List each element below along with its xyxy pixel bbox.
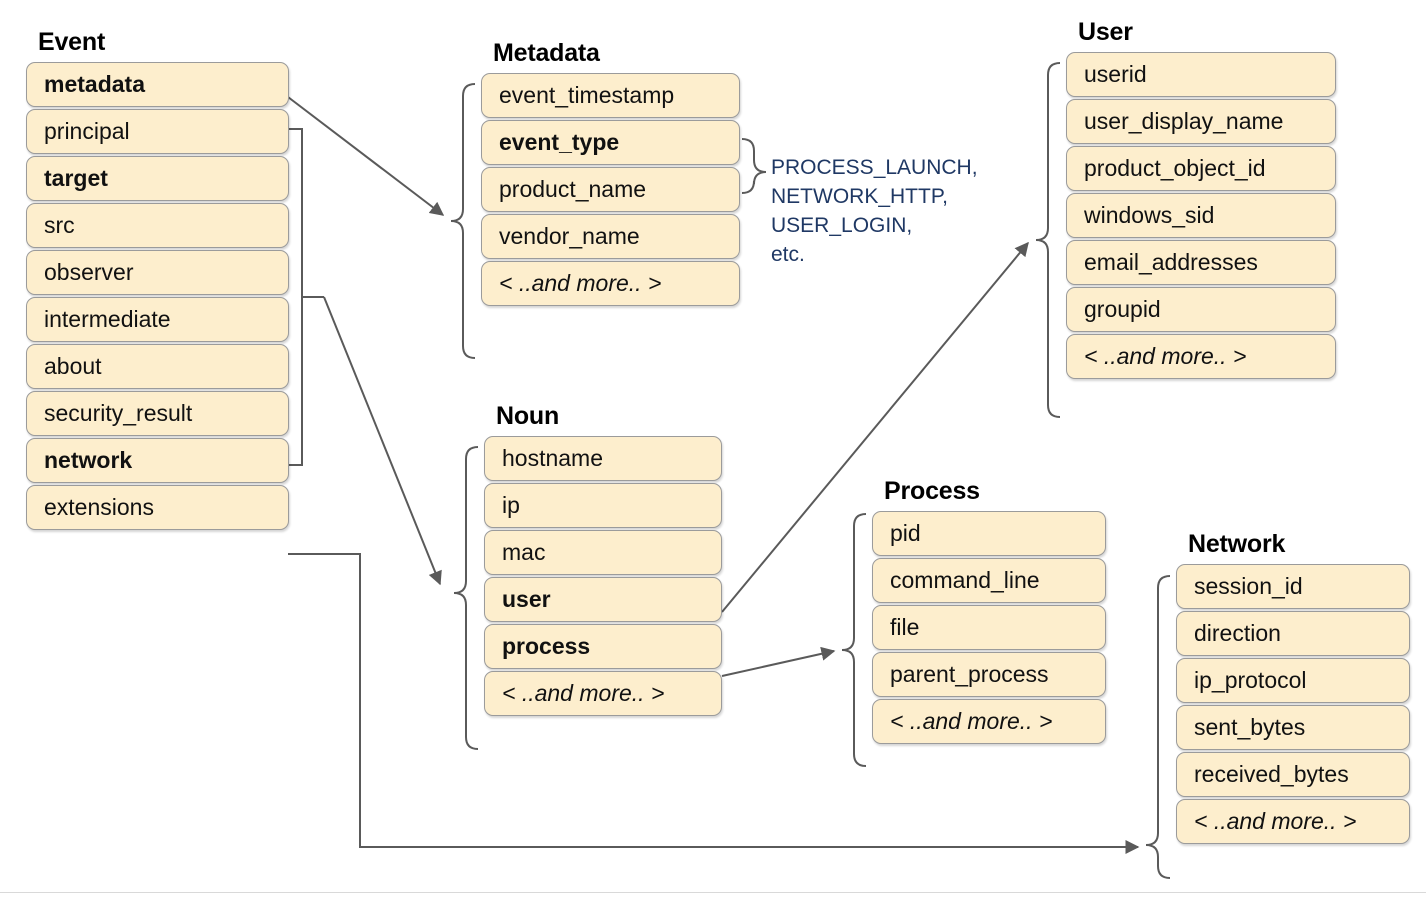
field-network-direction[interactable]: direction [1176, 611, 1410, 656]
field-event-intermediate[interactable]: intermediate [26, 297, 289, 342]
field-list-event: metadata principal target src observer i… [26, 62, 289, 530]
field-metadata-and-more[interactable]: < ..and more.. > [481, 261, 740, 306]
field-metadata-vendor-name[interactable]: vendor_name [481, 214, 740, 259]
field-noun-ip[interactable]: ip [484, 483, 722, 528]
field-network-received-bytes[interactable]: received_bytes [1176, 752, 1410, 797]
field-noun-mac[interactable]: mac [484, 530, 722, 575]
group-title-noun: Noun [496, 402, 560, 430]
field-network-sent-bytes[interactable]: sent_bytes [1176, 705, 1410, 750]
field-user-product-object-id[interactable]: product_object_id [1066, 146, 1336, 191]
group-noun: Noun hostname ip mac user process < ..an… [484, 404, 722, 716]
wire-process [721, 646, 836, 677]
group-title-event: Event [38, 28, 106, 56]
field-user-email-addresses[interactable]: email_addresses [1066, 240, 1336, 285]
wire-noun [323, 296, 442, 586]
group-process: Process pid command_line file parent_pro… [872, 479, 1106, 744]
field-network-session-id[interactable]: session_id [1176, 564, 1410, 609]
enum-line-3: USER_LOGIN, [771, 214, 913, 237]
field-event-security-result[interactable]: security_result [26, 391, 289, 436]
group-event: Event metadata principal target src obse… [26, 30, 289, 530]
brace-event-type [741, 138, 767, 194]
field-process-and-more[interactable]: < ..and more.. > [872, 699, 1106, 744]
field-network-ip-protocol[interactable]: ip_protocol [1176, 658, 1410, 703]
field-noun-process[interactable]: process [484, 624, 722, 669]
bracket-event-nouns [288, 128, 303, 466]
field-process-pid[interactable]: pid [872, 511, 1106, 556]
brace-metadata [450, 83, 476, 359]
field-process-command-line[interactable]: command_line [872, 558, 1106, 603]
wire-metadata [287, 96, 445, 216]
group-metadata: Metadata event_timestamp event_type prod… [481, 41, 740, 306]
field-user-windows-sid[interactable]: windows_sid [1066, 193, 1336, 238]
brace-process [841, 513, 867, 767]
field-process-file[interactable]: file [872, 605, 1106, 650]
field-user-userid[interactable]: userid [1066, 52, 1336, 97]
wire-user [721, 241, 1029, 613]
field-event-src[interactable]: src [26, 203, 289, 248]
field-user-groupid[interactable]: groupid [1066, 287, 1336, 332]
field-noun-user[interactable]: user [484, 577, 722, 622]
field-list-network: session_id direction ip_protocol sent_by… [1176, 564, 1410, 844]
enum-line-2: NETWORK_HTTP, [771, 185, 948, 208]
enum-line-4: etc. [771, 243, 805, 266]
field-list-user: userid user_display_name product_object_… [1066, 52, 1336, 379]
enum-line-1: PROCESS_LAUNCH, [771, 156, 978, 179]
field-metadata-event-type[interactable]: event_type [481, 120, 740, 165]
group-user: User userid user_display_name product_ob… [1066, 20, 1336, 379]
field-network-and-more[interactable]: < ..and more.. > [1176, 799, 1410, 844]
group-network: Network session_id direction ip_protocol… [1176, 532, 1410, 844]
field-list-process: pid command_line file parent_process < .… [872, 511, 1106, 744]
wire-network [288, 553, 1140, 854]
annotation-event-type-values: PROCESS_LAUNCH, NETWORK_HTTP, USER_LOGIN… [771, 153, 978, 269]
brace-noun [453, 446, 479, 750]
field-noun-hostname[interactable]: hostname [484, 436, 722, 481]
field-process-parent-process[interactable]: parent_process [872, 652, 1106, 697]
field-list-noun: hostname ip mac user process < ..and mor… [484, 436, 722, 716]
field-event-metadata[interactable]: metadata [26, 62, 289, 107]
group-title-network: Network [1188, 530, 1286, 558]
group-title-process: Process [884, 477, 980, 505]
field-event-target[interactable]: target [26, 156, 289, 201]
field-event-about[interactable]: about [26, 344, 289, 389]
group-title-metadata: Metadata [493, 39, 600, 67]
field-event-extensions[interactable]: extensions [26, 485, 289, 530]
group-title-user: User [1078, 18, 1133, 46]
field-metadata-product-name[interactable]: product_name [481, 167, 740, 212]
field-noun-and-more[interactable]: < ..and more.. > [484, 671, 722, 716]
bottom-divider [0, 892, 1426, 893]
field-event-principal[interactable]: principal [26, 109, 289, 154]
field-event-network[interactable]: network [26, 438, 289, 483]
field-metadata-event-timestamp[interactable]: event_timestamp [481, 73, 740, 118]
brace-network [1145, 575, 1171, 879]
field-user-and-more[interactable]: < ..and more.. > [1066, 334, 1336, 379]
field-event-observer[interactable]: observer [26, 250, 289, 295]
field-list-metadata: event_timestamp event_type product_name … [481, 73, 740, 306]
brace-user [1035, 62, 1061, 418]
field-user-user-display-name[interactable]: user_display_name [1066, 99, 1336, 144]
